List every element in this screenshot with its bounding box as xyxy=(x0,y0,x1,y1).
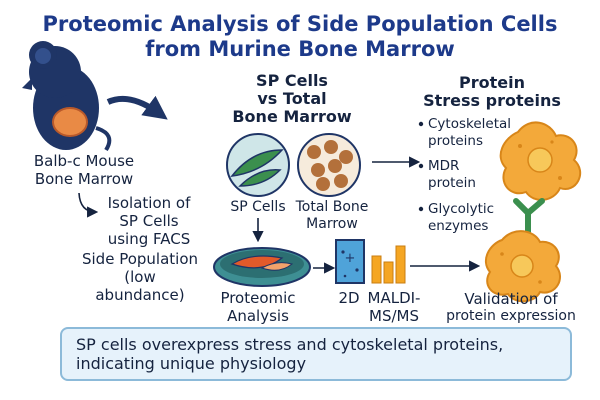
validated-cell-icon xyxy=(484,230,561,303)
isolation-label-line3: using FACS xyxy=(107,230,191,248)
arrow-mouse-to-comparison xyxy=(106,95,168,120)
proteomic-analysis-label-line2: Analysis xyxy=(227,307,289,325)
maldi-label-line2: MS/MS xyxy=(369,307,419,325)
protein-item-line2: protein xyxy=(428,175,476,191)
protein-heading-line2: Stress proteins xyxy=(423,91,561,110)
comparison-heading: SP Cells xyxy=(256,71,328,90)
protein-item: Glycolytic xyxy=(428,201,495,217)
total-bone-marrow-label-line2: Marrow xyxy=(306,216,358,232)
sp-cells-label: SP Cells xyxy=(230,199,286,215)
protein-item: Cytoskeletal xyxy=(428,116,512,132)
comparison-heading-line2: vs Total xyxy=(257,89,327,108)
sp-cells-icon xyxy=(226,133,290,197)
protein-item: MDR xyxy=(428,158,460,174)
side-population-label-line3: abundance) xyxy=(95,286,185,304)
protein-heading: Protein xyxy=(459,73,525,92)
isolation-label: Isolation of xyxy=(107,194,191,212)
total-bone-marrow-icon xyxy=(297,133,361,197)
total-bone-marrow-label: Total Bone xyxy=(295,199,369,215)
maldi-label: MALDI- xyxy=(367,289,421,307)
side-population-label-line2: (low xyxy=(124,268,156,286)
mouse-icon xyxy=(22,41,112,152)
gel-label: 2D xyxy=(338,289,360,307)
summary-box: SP cells overexpress stress and cytoskel… xyxy=(60,327,572,381)
bullet-dot xyxy=(418,206,424,212)
antibody-icon xyxy=(513,198,545,235)
validation-label-line2: protein expression xyxy=(446,308,576,324)
arrow-to-isolation xyxy=(78,192,99,218)
mouse-label-line2: Bone Marrow xyxy=(34,170,134,188)
proteomic-analysis-label: Proteomic xyxy=(220,289,296,307)
page-title: Proteomic Analysis of Side Population Ce… xyxy=(42,12,558,36)
comparison-heading-line3: Bone Marrow xyxy=(232,107,352,126)
protein-item-line2: enzymes xyxy=(428,218,489,234)
isolation-label-line2: SP Cells xyxy=(119,212,179,230)
stressed-cell-icon xyxy=(499,121,581,201)
summary-text: SP cells overexpress stress and cytoskel… xyxy=(76,335,504,354)
svg-text:+: + xyxy=(345,251,356,266)
petri-dish-icon xyxy=(213,247,311,287)
side-population-label: Side Population xyxy=(81,250,198,268)
gel-icon: + xyxy=(335,239,365,284)
mouse-label: Balb-c Mouse xyxy=(33,152,135,170)
maldi-spectrum-icon xyxy=(371,245,406,284)
page-title-line2: from Murine Bone Marrow xyxy=(145,37,455,61)
summary-text-line2: indicating unique physiology xyxy=(76,354,307,373)
bullet-dot xyxy=(418,163,424,169)
validation-label: Validation of xyxy=(464,290,558,308)
bone-marrow-icon xyxy=(52,107,88,137)
bullet-dot xyxy=(418,121,424,127)
protein-item-line2: proteins xyxy=(428,133,484,149)
